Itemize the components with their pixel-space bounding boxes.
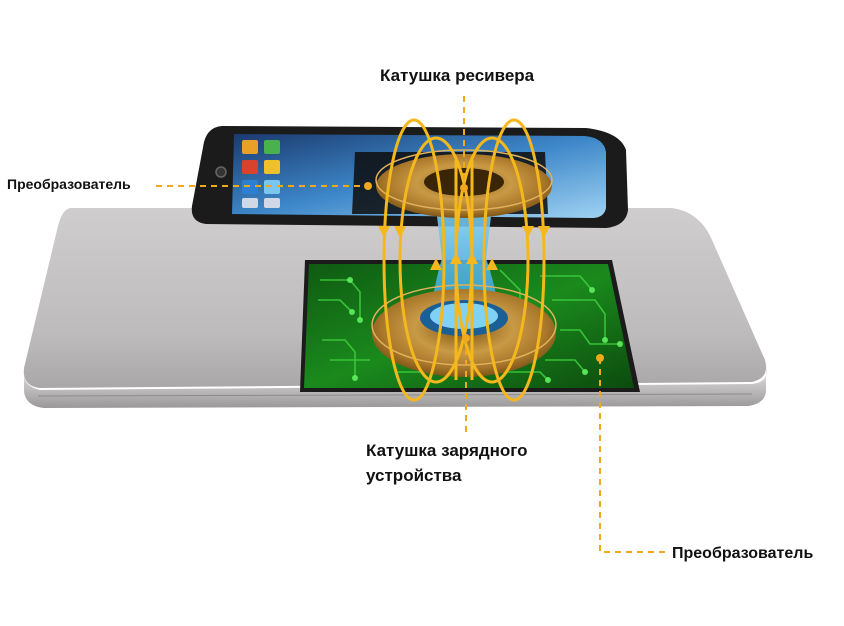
- leader-dots: [364, 182, 604, 362]
- charger-coil-label-line1: Катушка зарядного: [366, 441, 528, 460]
- home-button: [215, 166, 227, 178]
- app-icons: [242, 140, 280, 208]
- receiver-coil-label: Катушка ресивера: [380, 66, 535, 85]
- charger-coil-label: Катушка зарядного устройства: [366, 438, 528, 488]
- field-direction-arrows: [378, 226, 550, 270]
- charger-coil-label-line2: устройства: [366, 466, 462, 485]
- leader-lines: [156, 96, 666, 553]
- converter-right-label: Преобразователь: [672, 545, 814, 562]
- converter-left-label: Преобразователь: [7, 176, 131, 192]
